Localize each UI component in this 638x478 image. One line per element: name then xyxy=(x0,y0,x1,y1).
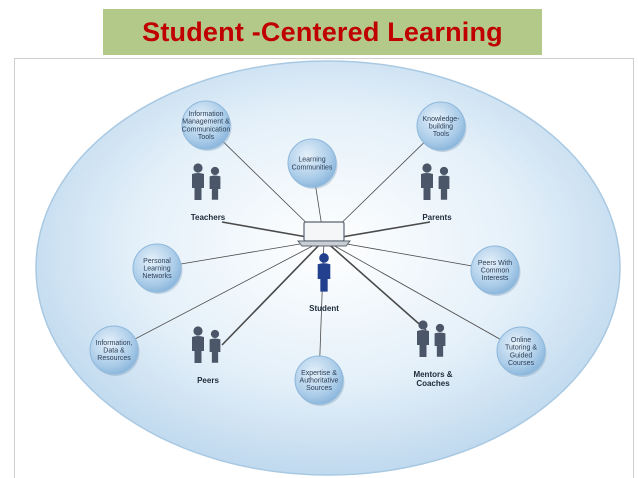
node-label: Authoritative xyxy=(300,378,339,385)
node-label: building xyxy=(429,124,453,131)
group-label: Mentors & xyxy=(413,370,452,379)
connector-personal-networks xyxy=(156,239,325,269)
node-label: Interests xyxy=(482,275,509,282)
node-label: Guided xyxy=(510,352,533,359)
node-label: Common xyxy=(481,268,510,275)
node-label: Management & xyxy=(182,119,230,126)
node-label: Data & xyxy=(103,348,125,355)
connector-info-mgmt xyxy=(205,124,325,241)
group-peers: Peers xyxy=(192,326,221,385)
node-label: Online xyxy=(511,337,531,344)
people-icon xyxy=(192,163,221,200)
node-label: Communication xyxy=(182,126,231,133)
node-label: Personal xyxy=(143,258,171,265)
group-label: Coaches xyxy=(416,379,450,388)
node-label: Networks xyxy=(142,273,172,280)
group-teachers: Teachers xyxy=(191,163,226,222)
node-label: Expertise & xyxy=(301,370,337,377)
group-mentors: Mentors &Coaches xyxy=(413,320,453,388)
group-parents: Parents xyxy=(421,163,452,222)
node-label: Communities xyxy=(292,164,333,171)
node-label: Resources xyxy=(97,355,131,362)
laptop-icon xyxy=(296,221,352,247)
connector-online-tutoring xyxy=(323,239,522,352)
node-label: Sources xyxy=(306,385,332,392)
node-label: Information, xyxy=(96,340,133,347)
connector-mentors xyxy=(323,239,427,331)
people-icon xyxy=(417,320,446,357)
node-label: Learning xyxy=(298,157,325,164)
group-student: Student xyxy=(309,253,339,313)
group-label: Student xyxy=(309,304,339,313)
page-title: Student -Centered Learning xyxy=(142,16,503,47)
connector-knowledge-building xyxy=(323,125,442,241)
connector-peers xyxy=(221,239,325,346)
people-icon xyxy=(421,163,450,200)
node-label: Courses xyxy=(508,360,535,367)
diagram-frame xyxy=(14,58,634,478)
group-label: Teachers xyxy=(191,213,226,222)
node-label: Tools xyxy=(198,134,215,141)
node-label: Learning xyxy=(143,266,170,273)
group-label: Parents xyxy=(422,213,452,222)
node-info-data: Information,Data &Resources xyxy=(89,325,140,376)
people-icon xyxy=(192,326,221,363)
title-banner: Student -Centered Learning xyxy=(103,9,542,55)
node-label: Peers With xyxy=(478,260,512,267)
connector-info-data xyxy=(113,239,325,351)
connector-lines xyxy=(113,124,522,381)
node-label: Knowledge- xyxy=(423,116,461,123)
node-label: Tutoring & xyxy=(505,345,537,352)
student-icon xyxy=(317,253,331,292)
connector-peers-common xyxy=(323,239,496,271)
group-label: Peers xyxy=(197,376,219,385)
node-label: Tools xyxy=(433,131,450,138)
node-label: Information xyxy=(188,111,223,118)
